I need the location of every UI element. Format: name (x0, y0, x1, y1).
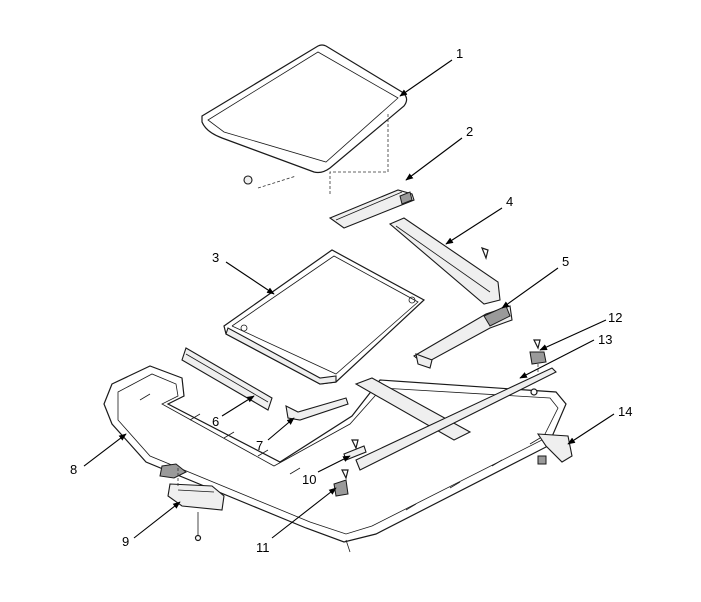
leader-6 (221, 395, 255, 417)
callout-2: 2 (466, 124, 473, 139)
callout-9: 9 (122, 534, 129, 549)
callout-1: 1 (456, 46, 463, 61)
callout-3: 3 (212, 250, 219, 265)
callout-14: 14 (618, 404, 632, 419)
leader-14 (567, 413, 615, 445)
leader-10 (317, 455, 351, 473)
callout-11: 11 (256, 540, 270, 555)
leader-1 (399, 59, 453, 97)
leader-11 (271, 487, 337, 539)
leader-9 (133, 501, 181, 539)
leader-12 (539, 319, 607, 351)
rear-rail (388, 217, 501, 305)
guide-rail (413, 305, 513, 369)
callout-12: 12 (608, 310, 622, 325)
screw-icon (351, 439, 359, 450)
callout-10: 10 (302, 472, 316, 487)
screw-icon (480, 247, 489, 260)
callout-8: 8 (70, 462, 77, 477)
bolt-icon (243, 175, 253, 185)
callout-13: 13 (598, 332, 612, 347)
callout-labels: 1 2 3 4 5 6 7 8 9 10 11 12 13 14 (70, 46, 632, 555)
bolt-icon (194, 534, 202, 542)
sunshade-panel (223, 249, 426, 385)
callout-6: 6 (212, 414, 219, 429)
long-rail (355, 367, 557, 471)
leader-2 (405, 137, 463, 181)
leader-7 (267, 417, 295, 441)
callout-7: 7 (256, 438, 263, 453)
drive-motor (159, 463, 225, 542)
screw-icon (533, 339, 541, 350)
cable-clip (285, 397, 349, 421)
leader-4 (445, 207, 503, 245)
leader-13 (519, 339, 595, 379)
callout-4: 4 (506, 194, 513, 209)
screw-icon (341, 469, 349, 480)
nut (529, 339, 547, 380)
leader-lines (83, 59, 615, 539)
deflector-strip (181, 347, 273, 411)
callout-5: 5 (562, 254, 569, 269)
leader-3 (225, 261, 275, 295)
leader-5 (501, 267, 559, 309)
bolt-icon (530, 388, 538, 396)
leader-8 (83, 433, 127, 467)
glass-panel (201, 44, 408, 196)
bracket (536, 433, 573, 465)
glass-bracket (328, 189, 415, 229)
